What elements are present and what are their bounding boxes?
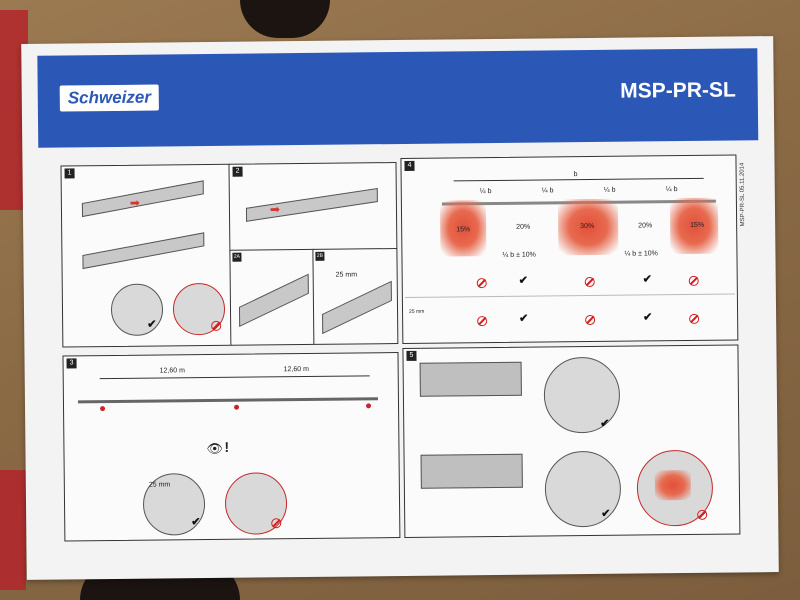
check-icon: ✔ [191,516,201,529]
row-divider [404,293,735,298]
model-title: MSP-PR-SL [620,78,736,103]
step-number: 4 [404,160,415,171]
rail-illustration [82,232,205,270]
instruction-sheet: Schweizer MSP-PR-SL MSP-PR-SL 05.11.2014… [21,36,779,580]
total-length-label: b [573,171,578,179]
arrow-icon: ➡ [269,202,281,217]
box-print-red [0,470,26,590]
no-entry-icon [584,276,595,288]
step-number: 2A [232,252,242,262]
no-entry-icon [689,313,700,324]
step-5-panel: 5 ✔ ✔ [402,344,741,538]
no-entry-icon [688,275,699,286]
rail-long [77,397,378,404]
check-icon: ✔ [643,311,653,324]
brand-logo: Schweizer [59,84,160,112]
gap-label: 25 mm [148,481,171,489]
step-number: 5 [406,350,417,361]
check-icon: ✔ [147,318,157,331]
zone-percent: 20% [516,223,531,231]
zone-restricted [654,469,692,501]
rail-illustration [81,180,204,218]
quarter-label: ¼ b [479,188,492,196]
span-label: 12,60 m [283,365,309,374]
step-1-panel: 1 ➡ ✔ [60,163,233,348]
check-icon: ✔ [642,273,652,286]
module-illustration [419,361,522,397]
no-entry-icon [271,518,282,529]
joint-dot [234,404,240,410]
dimension-line [453,177,704,182]
no-entry-icon [697,509,708,520]
zone-percent: 15% [690,221,705,229]
quarter-label: ¼ b [541,187,554,195]
rail-illustration [322,280,392,335]
joint-dot [365,403,372,409]
no-entry-icon [585,314,596,326]
no-entry-icon [477,316,488,327]
zone-percent: 20% [638,222,653,230]
quarter-label: ¼ b [665,186,678,194]
arrow-icon: ➡ [129,195,141,210]
side-date: MSP-PR-SL 05.11.2014 [739,162,747,227]
quarter-label: ¼ b [603,186,616,194]
zone-percent: 30% [580,222,595,231]
step-2b-panel: 2B 25 mm [312,248,399,345]
step-number: 1 [64,168,75,179]
allowed-range: ¼ b ± 10% [624,250,658,258]
check-icon: ✔ [600,417,610,430]
no-entry-icon [211,320,222,331]
step-2-panel: 2 ➡ [228,162,398,252]
span-label: 12,60 m [159,367,185,375]
step-number: 2 [232,166,243,177]
step-4-panel: 4 b ¼ b ¼ b ¼ b ¼ b 15% 20% 30% 20% 15% … [400,154,739,344]
step-3-panel: 3 12,60 m 12,60 m 👁 ! 25 mm ✔ [62,352,401,542]
row-label: 25 mm [409,308,425,315]
rail-illustration [245,187,378,222]
zone-percent: 15% [456,226,471,234]
eye-icon: 👁 [206,440,224,457]
check-icon: ✔ [601,507,611,520]
gap-label: 25 mm [335,271,358,279]
no-entry-icon [476,278,487,289]
dimension-line [99,375,370,380]
rail-illustration [238,273,309,328]
step-number: 2B [315,251,325,261]
step-2a-panel: 2A [229,248,316,346]
header-bar: Schweizer MSP-PR-SL [37,48,759,148]
allowed-range: ¼ b ± 10% [502,251,536,259]
check-icon: ✔ [519,312,529,325]
exclamation-icon: ! [224,438,230,455]
step-number: 3 [66,358,77,369]
module-illustration [420,453,523,489]
check-icon: ✔ [518,274,529,287]
joint-dot [100,406,106,412]
